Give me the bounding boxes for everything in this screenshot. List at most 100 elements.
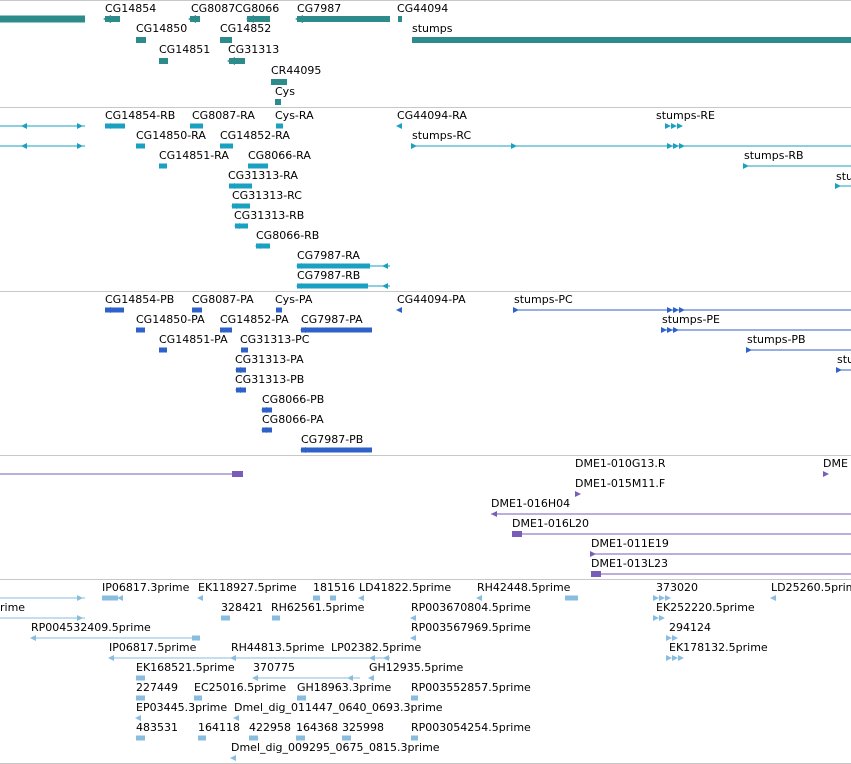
feature-label[interactable]: EK118927.5prime <box>198 581 297 594</box>
strand-arrow[interactable] <box>21 123 27 129</box>
feature-block[interactable] <box>297 695 306 701</box>
feature-block[interactable] <box>159 347 167 353</box>
feature-block[interactable] <box>0 15 85 23</box>
feature-label[interactable]: 422958 <box>249 721 291 734</box>
strand-arrow[interactable] <box>369 655 375 661</box>
strand-arrow[interactable] <box>511 143 517 149</box>
feature-label[interactable]: Dmel_dig_011447_0640_0693.3prime <box>234 701 443 714</box>
strand-arrow[interactable] <box>105 307 111 313</box>
feature-line[interactable] <box>747 349 851 351</box>
strand-arrow[interactable] <box>743 163 749 169</box>
feature-block[interactable] <box>220 37 232 43</box>
strand-arrow[interactable] <box>836 367 842 373</box>
feature-label[interactable]: 164368 <box>296 721 338 734</box>
feature-block[interactable] <box>221 615 230 621</box>
strand-arrow[interactable] <box>673 143 679 149</box>
feature-label[interactable]: CG31313 <box>228 43 280 56</box>
feature-block[interactable] <box>297 283 368 289</box>
strand-arrow[interactable] <box>135 715 141 721</box>
strand-arrow[interactable] <box>661 327 667 333</box>
feature-label[interactable]: CG14850-RA <box>136 129 206 142</box>
strand-arrow[interactable] <box>770 595 776 601</box>
strand-arrow[interactable] <box>653 595 659 601</box>
feature-label[interactable]: GH18963.3prime <box>297 681 392 694</box>
feature-label[interactable]: 370775 <box>253 661 295 674</box>
feature-label[interactable]: CG14850 <box>136 22 188 35</box>
feature-label[interactable]: stu <box>836 170 851 183</box>
strand-arrow[interactable] <box>659 615 665 621</box>
strand-arrow[interactable] <box>197 595 203 601</box>
feature-label[interactable]: CG44094-RA <box>397 109 467 122</box>
feature-label[interactable]: CG7987 <box>297 2 342 15</box>
feature-label[interactable]: CG7987-PB <box>301 433 364 446</box>
strand-arrow[interactable] <box>678 655 684 661</box>
strand-arrow[interactable] <box>229 183 235 189</box>
feature-block[interactable] <box>411 735 418 741</box>
feature-line[interactable] <box>491 513 851 515</box>
strand-arrow[interactable] <box>108 655 114 661</box>
strand-arrow[interactable] <box>188 15 196 23</box>
strand-arrow[interactable] <box>410 635 416 641</box>
feature-block[interactable] <box>220 327 232 333</box>
strand-arrow[interactable] <box>255 243 261 249</box>
feature-block[interactable] <box>398 16 402 22</box>
strand-arrow[interactable] <box>246 15 254 23</box>
strand-arrow[interactable] <box>117 595 123 601</box>
feature-label[interactable]: DME1-016H04 <box>491 497 571 510</box>
feature-label[interactable]: CG7987-PA <box>301 313 363 326</box>
feature-block[interactable] <box>235 223 248 229</box>
strand-arrow[interactable] <box>252 675 258 681</box>
strand-arrow[interactable] <box>679 307 685 313</box>
feature-label[interactable]: CG14852-RA <box>220 129 290 142</box>
strand-arrow[interactable] <box>105 123 111 129</box>
feature-block[interactable] <box>276 123 283 129</box>
feature-line[interactable] <box>412 145 851 147</box>
strand-arrow[interactable] <box>295 15 303 23</box>
feature-block[interactable] <box>105 307 124 313</box>
feature-block[interactable] <box>247 16 270 22</box>
feature-label[interactable]: LP02382.5prime <box>331 641 422 654</box>
strand-arrow[interactable] <box>296 263 302 269</box>
feature-line[interactable] <box>0 473 240 475</box>
feature-label[interactable]: stumps-RB <box>744 149 804 162</box>
feature-label[interactable]: DME1-015M11.F <box>575 477 666 490</box>
strand-arrow[interactable] <box>513 307 519 313</box>
feature-label[interactable]: stumps-RC <box>412 129 472 142</box>
feature-block[interactable] <box>136 37 146 43</box>
strand-arrow[interactable] <box>233 715 239 721</box>
feature-label[interactable]: CG7987-RA <box>297 249 360 262</box>
feature-label[interactable]: LD25260.5prime <box>771 581 851 594</box>
feature-label[interactable]: CG8087 <box>191 2 236 15</box>
feature-label[interactable]: CG14852 <box>220 22 272 35</box>
feature-label[interactable]: DME1-016L20 <box>512 517 589 530</box>
feature-block[interactable] <box>229 183 252 189</box>
feature-block[interactable] <box>275 99 281 105</box>
strand-arrow[interactable] <box>230 655 236 661</box>
feature-block[interactable] <box>232 203 250 209</box>
feature-block[interactable] <box>276 307 282 313</box>
feature-label[interactable]: CG14854-RB <box>105 109 176 122</box>
feature-label[interactable]: 227449 <box>136 681 178 694</box>
feature-line[interactable] <box>0 597 85 599</box>
feature-line[interactable] <box>0 617 85 619</box>
feature-block[interactable] <box>296 735 305 741</box>
feature-label[interactable]: CG14851-RA <box>159 149 229 162</box>
strand-arrow[interactable] <box>673 327 679 333</box>
strand-arrow[interactable] <box>666 655 672 661</box>
feature-block[interactable] <box>301 447 372 453</box>
feature-label[interactable]: DME1-011E19 <box>591 537 669 550</box>
feature-label[interactable]: stumps-RE <box>656 109 716 122</box>
feature-label[interactable]: CG8066 <box>235 2 280 15</box>
feature-line[interactable] <box>591 553 851 555</box>
feature-label[interactable]: CG44094 <box>397 2 449 15</box>
feature-label[interactable]: CG14851 <box>159 43 211 56</box>
feature-label[interactable]: stumps-PB <box>747 333 806 346</box>
feature-label[interactable]: stumps-PE <box>662 313 720 326</box>
feature-block[interactable] <box>198 735 206 741</box>
feature-block[interactable] <box>159 163 167 169</box>
feature-label[interactable]: RH42448.5prime <box>477 581 571 594</box>
strand-arrow[interactable] <box>476 595 482 601</box>
feature-label[interactable]: CG8066-PB <box>262 393 325 406</box>
feature-block[interactable] <box>512 531 522 537</box>
strand-arrow[interactable] <box>230 755 236 761</box>
